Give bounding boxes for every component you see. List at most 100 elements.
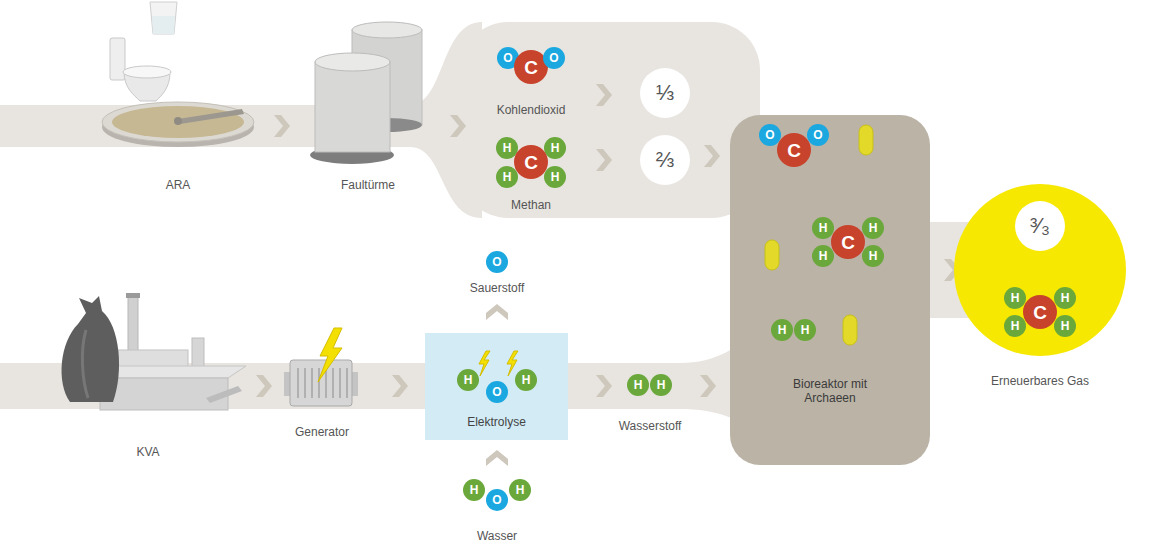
- atom-symbol: H: [1054, 315, 1076, 337]
- atom-symbol: H: [650, 374, 672, 396]
- lightning-bolt: [479, 351, 490, 376]
- clarifier-hub: [174, 117, 182, 125]
- oxygen-atom: O: [486, 489, 508, 511]
- ara-illustration: [102, 2, 254, 147]
- hydrogen-atom: H: [509, 479, 531, 501]
- generator-fin: [339, 368, 341, 398]
- hydrogen-atom: H: [457, 369, 479, 391]
- atom-symbol: C: [514, 145, 548, 179]
- atom-symbol: O: [486, 251, 508, 273]
- hydrogen-atom: H: [794, 319, 816, 341]
- atom-symbol: O: [543, 47, 565, 69]
- fraction-circle: ⅓: [640, 68, 690, 118]
- atom-symbol: H: [627, 374, 649, 396]
- oxygen-atom: O: [486, 251, 508, 273]
- gas-band: [460, 22, 760, 218]
- caption-label: Sauerstoff: [470, 281, 524, 295]
- atom-symbol: H: [794, 319, 816, 341]
- atom-symbol: C: [777, 133, 811, 167]
- flow-chevron: [450, 115, 466, 137]
- toilet-seat: [123, 66, 171, 78]
- hydrogen-atom: H: [1004, 287, 1026, 309]
- garbage-bag: [62, 296, 120, 402]
- hydrogen-atom: H: [463, 479, 485, 501]
- archaea-cell: [859, 125, 873, 155]
- atom-symbol: O: [486, 381, 508, 403]
- caption-label: Kohlendioxid: [497, 103, 566, 117]
- atom-symbol: H: [862, 217, 884, 239]
- product-label: Erneuerbares Gas: [934, 374, 1146, 388]
- atom-symbol: C: [1023, 295, 1057, 329]
- archaea-cell: [765, 240, 779, 270]
- atom-symbol: H: [862, 245, 884, 267]
- generator-fin: [297, 368, 299, 398]
- process-label: Elektrolyse: [433, 415, 560, 429]
- generator-illustration: [284, 328, 358, 406]
- carbon-atom: C: [777, 133, 811, 167]
- carbon-atom: C: [514, 145, 548, 179]
- tank-label: Bioreaktor mit Archaeen: [770, 377, 890, 406]
- flow-chevron: [596, 149, 612, 171]
- glass: [150, 2, 177, 34]
- fraction-text: ⅓: [640, 68, 690, 118]
- generator-fin: [311, 368, 313, 398]
- plant-body: [100, 378, 228, 410]
- atom-symbol: H: [463, 479, 485, 501]
- atom-symbol: H: [544, 137, 566, 159]
- atom-symbol: H: [509, 479, 531, 501]
- hydrogen-atom: H: [496, 166, 518, 188]
- hydrogen-atom: H: [1004, 315, 1026, 337]
- fraction-text: ³⁄₃: [1015, 201, 1065, 251]
- hydrogen-atom: H: [544, 137, 566, 159]
- digester-illustration: [310, 22, 422, 164]
- atom-symbol: H: [544, 166, 566, 188]
- generator-fin: [332, 368, 334, 398]
- renewable-gas-circle: ³⁄₃HHCHHErneuerbares Gas: [954, 184, 1126, 356]
- plant-roof: [100, 366, 246, 378]
- atom-symbol: H: [1004, 315, 1026, 337]
- flow-chevron: [596, 84, 612, 106]
- oxygen-atom: O: [486, 381, 508, 403]
- hydrogen-atom: H: [812, 217, 834, 239]
- caption-label: Wasserstoff: [619, 419, 682, 433]
- atom-symbol: H: [812, 245, 834, 267]
- digester-back-top: [352, 22, 422, 38]
- hydrogen-atom: H: [812, 245, 834, 267]
- hydrogen-atom: H: [771, 319, 793, 341]
- hydrogen-atom: H: [862, 217, 884, 239]
- flow-chevron: [596, 375, 612, 397]
- atom-symbol: H: [515, 369, 537, 391]
- atom-symbol: O: [807, 124, 829, 146]
- flow-chevron: [486, 450, 508, 466]
- caption-label: KVA: [136, 445, 159, 459]
- glass-water: [152, 16, 175, 34]
- fraction-text: ⅔: [640, 135, 690, 185]
- digester-front-body: [315, 62, 390, 152]
- electrolysis-box: HOH Elektrolyse: [425, 333, 568, 440]
- generator-fin: [318, 368, 320, 398]
- clarifier-rim: [102, 102, 254, 142]
- archaea-layer: [730, 115, 930, 465]
- fraction-circle: ⅔: [640, 135, 690, 185]
- carbon-atom: C: [1023, 295, 1057, 329]
- caption-label: Generator: [295, 425, 349, 439]
- hydrogen-atom: H: [862, 245, 884, 267]
- kva-illustration: [62, 293, 246, 410]
- flow-chevron: [256, 375, 272, 397]
- clarifier-basin: [112, 106, 244, 138]
- atom-symbol: H: [812, 217, 834, 239]
- flow-chevrons: [256, 84, 960, 466]
- bioreactor-tank: OCOHHCHHHHBioreaktor mit Archaeen: [730, 115, 930, 465]
- digester-front-top: [315, 53, 390, 71]
- hydrogen-atom: H: [1054, 287, 1076, 309]
- garbage-bag-fold: [82, 330, 88, 398]
- caption-label: Faultürme: [341, 178, 395, 192]
- plant-conveyor: [206, 386, 242, 403]
- flow-chevron: [486, 304, 508, 320]
- chimney-cap: [126, 293, 140, 298]
- flow-chevron: [274, 115, 290, 137]
- caption-label: ARA: [166, 178, 191, 192]
- atom-symbol: H: [1004, 287, 1026, 309]
